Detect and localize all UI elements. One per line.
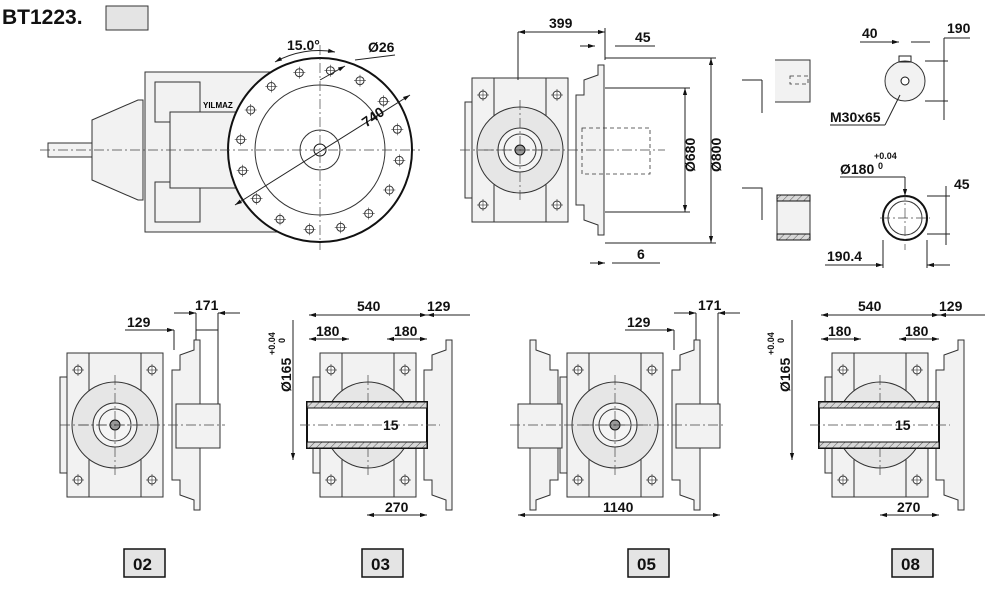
dim-129: 129 — [127, 314, 151, 330]
variant-label-text: 08 — [901, 555, 920, 574]
variant-label-03[interactable]: 03 — [361, 548, 404, 578]
variant-05-view: 129 171 1140 — [510, 297, 740, 518]
variant-label-08[interactable]: 08 — [891, 548, 934, 578]
angle-dim: 15.0° — [287, 37, 320, 53]
dim-key-width: 40 — [862, 25, 878, 41]
variant-03-view: 540 180 180 129 Ø165 +0.04 0 15 270 — [267, 298, 470, 518]
dim-180-left: 180 — [828, 323, 852, 339]
tol-lower: 0 — [277, 338, 287, 343]
model-code: BT1223. — [2, 6, 83, 29]
dim-399: 399 — [549, 15, 573, 31]
dim-flange: Ø800 — [708, 138, 724, 172]
variant-label-text: 03 — [371, 555, 390, 574]
variant-label-05[interactable]: 05 — [627, 548, 670, 578]
dim-171: 171 — [195, 297, 219, 313]
dim-129: 129 — [627, 314, 651, 330]
dim-180-right: 180 — [394, 323, 418, 339]
dim-15: 15 — [895, 417, 911, 433]
dim-270: 270 — [385, 499, 409, 515]
dim-540: 540 — [858, 298, 882, 314]
dim-bore: Ø180 — [840, 161, 874, 177]
dim-hollow-key: 45 — [954, 176, 970, 192]
dim-1140: 1140 — [603, 499, 634, 515]
dim-bore: Ø165 — [278, 358, 294, 392]
tol-upper: +0.04 — [766, 332, 776, 355]
dim-540: 540 — [357, 298, 381, 314]
dim-spigot: Ø680 — [682, 138, 698, 172]
dim-6: 6 — [637, 246, 645, 262]
brand-label: YILMAZ — [203, 101, 233, 110]
hollow-shaft-detail: Ø180 +0.04 0 45 190.4 — [742, 151, 970, 268]
dim-270: 270 — [897, 499, 921, 515]
dim-129: 129 — [427, 298, 451, 314]
option-code-box[interactable] — [105, 5, 149, 31]
variant-label-text: 02 — [133, 555, 152, 574]
dim-129: 129 — [939, 298, 963, 314]
dim-180-left: 180 — [316, 323, 340, 339]
tol-lower: 0 — [878, 161, 883, 171]
dim-171: 171 — [698, 297, 722, 313]
tol-upper: +0.04 — [267, 332, 277, 355]
hole-dia-dim: Ø26 — [368, 39, 395, 55]
side-view: YILMAZ 15.0° Ø26 740 — [40, 37, 420, 250]
variant-label-02[interactable]: 02 — [123, 548, 166, 578]
dim-bore: Ø165 — [777, 358, 793, 392]
dim-45: 45 — [635, 29, 651, 45]
front-view: 399 45 Ø680 Ø800 6 — [460, 15, 724, 266]
solid-shaft-detail: 40 190 M30x65 — [742, 20, 971, 126]
dim-hollow-height: 190.4 — [827, 248, 862, 264]
variant-label-text: 05 — [637, 555, 656, 574]
dim-180-right: 180 — [905, 323, 929, 339]
tol-upper: +0.04 — [874, 151, 897, 161]
tol-lower: 0 — [776, 338, 786, 343]
thread-spec: M30x65 — [830, 109, 881, 125]
dim-15: 15 — [383, 417, 399, 433]
dim-shaft-height: 190 — [947, 20, 971, 36]
variant-02-view: 129 171 — [60, 297, 240, 511]
variant-08-view: 540 180 180 129 Ø165 +0.04 0 15 270 — [766, 298, 985, 518]
